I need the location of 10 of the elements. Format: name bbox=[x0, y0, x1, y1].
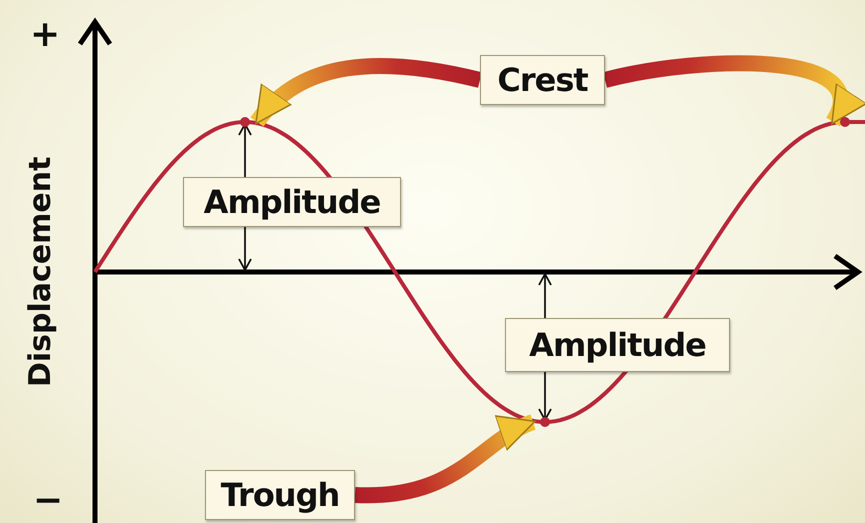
arrow bbox=[250, 58, 482, 128]
amplitude-label: Amplitude bbox=[505, 318, 730, 372]
crest-label: Crest bbox=[480, 55, 605, 105]
arrow bbox=[354, 414, 536, 503]
arrow bbox=[603, 55, 864, 126]
plus-sign: + bbox=[30, 14, 60, 55]
axis-title: Displacement bbox=[22, 156, 58, 387]
amplitude-label: Amplitude bbox=[183, 177, 401, 227]
trough-label: Trough bbox=[205, 470, 355, 520]
minus-sign: − bbox=[33, 480, 64, 521]
